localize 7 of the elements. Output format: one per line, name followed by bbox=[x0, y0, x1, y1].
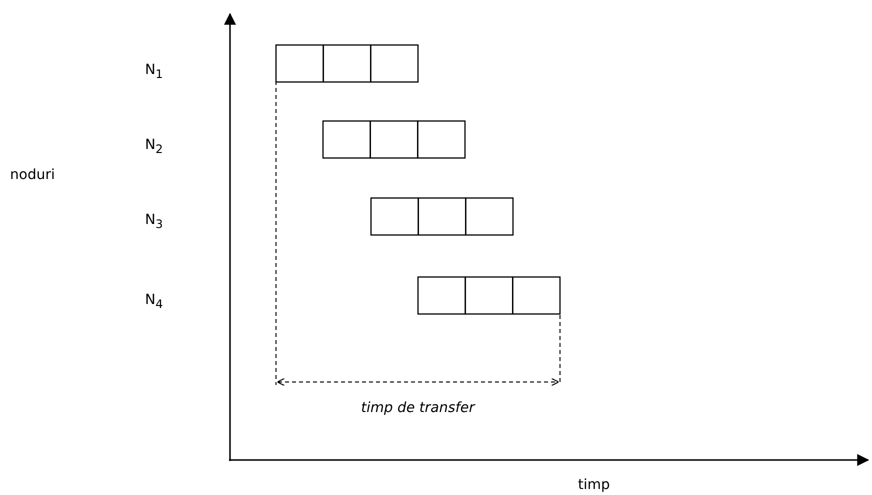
dimension-label: timp de transfer bbox=[361, 399, 475, 417]
axis-label: noduri bbox=[10, 166, 55, 184]
row-label: N$_{4}$ bbox=[145, 291, 163, 313]
row-label: N$_{3}$ bbox=[145, 211, 163, 233]
row-label: N$_{1}$ bbox=[145, 61, 163, 83]
axis-label: timp bbox=[578, 476, 610, 494]
row-label: N$_{2}$ bbox=[145, 136, 163, 158]
